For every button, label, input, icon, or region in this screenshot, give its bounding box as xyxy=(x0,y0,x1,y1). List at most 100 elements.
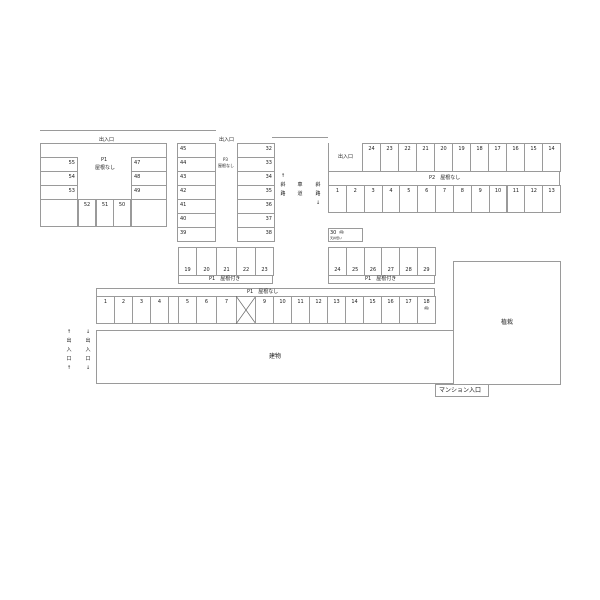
spot-number: 43 xyxy=(180,174,187,180)
spot-number: 42 xyxy=(180,188,187,194)
parking-spot[interactable]: 12 xyxy=(309,296,328,324)
parking-spot[interactable]: 24 xyxy=(328,247,347,276)
mansion-entrance-label: マンション入口 xyxy=(439,387,482,394)
parking-spot[interactable]: 39 xyxy=(177,227,216,242)
parking-spot[interactable]: 1 xyxy=(328,185,347,213)
parking-spot[interactable]: 25 xyxy=(345,247,365,276)
parking-spot[interactable]: 50 xyxy=(113,199,131,227)
parking-spot[interactable]: 51 xyxy=(96,199,114,227)
parking-spot-empty[interactable] xyxy=(131,199,167,227)
parking-spot[interactable]: 11 xyxy=(506,185,526,213)
mansion-entrance[interactable]: マンション入口 xyxy=(435,384,489,397)
parking-spot[interactable]: 22 xyxy=(398,143,417,172)
left-lot-entrance-label: 出入口 xyxy=(99,137,115,143)
parking-spot[interactable]: 24 xyxy=(362,143,381,172)
parking-spot[interactable]: 19 xyxy=(178,247,197,276)
spot-number: 32 xyxy=(265,146,272,152)
parking-spot[interactable]: 17 xyxy=(399,296,418,324)
ramp-down-label: 斜路↓ xyxy=(315,182,321,206)
parking-spot[interactable]: 49 xyxy=(131,185,167,200)
parking-spot[interactable]: 38 xyxy=(237,227,275,242)
parking-spot[interactable]: 6 xyxy=(417,185,437,213)
parking-spot[interactable]: 47 xyxy=(131,157,167,172)
parking-spot[interactable]: 21 xyxy=(416,143,435,172)
parking-spot[interactable]: 1 xyxy=(96,296,115,324)
parking-spot-30[interactable]: 30 (軽) 天井低い xyxy=(328,228,363,242)
parking-spot[interactable]: 19 xyxy=(452,143,471,172)
spot-number: 55 xyxy=(68,160,75,166)
parking-spot[interactable]: 13 xyxy=(327,296,346,324)
parking-spot[interactable]: 29 xyxy=(417,247,436,276)
parking-spot[interactable]: 2 xyxy=(114,296,133,324)
parking-spot[interactable]: 12 xyxy=(524,185,544,213)
parking-spot[interactable]: 5 xyxy=(399,185,419,213)
spot-number: 11 xyxy=(512,188,520,194)
parking-spot[interactable]: 32 xyxy=(237,143,275,158)
parking-spot[interactable]: 4 xyxy=(150,296,169,324)
spot-note: (軽) xyxy=(339,230,345,234)
spot-number: 54 xyxy=(68,174,75,180)
parking-spot[interactable]: 2 xyxy=(345,185,365,213)
parking-spot[interactable]: 8 xyxy=(452,185,472,213)
spot-number: 38 xyxy=(265,230,272,236)
parking-spot-empty[interactable] xyxy=(40,199,78,227)
parking-spot[interactable]: 20 xyxy=(196,247,217,276)
parking-spot[interactable]: 34 xyxy=(237,171,275,186)
parking-spot[interactable]: 9 xyxy=(470,185,490,213)
parking-spot[interactable]: 27 xyxy=(381,247,401,276)
parking-spot[interactable]: 53 xyxy=(40,185,78,200)
parking-spot[interactable]: 26 xyxy=(363,247,383,276)
parking-spot[interactable]: 40 xyxy=(177,213,216,228)
parking-spot[interactable]: 10 xyxy=(488,185,508,213)
parking-spot[interactable]: 15 xyxy=(524,143,543,172)
parking-spot[interactable]: 20 xyxy=(434,143,453,172)
parking-spot[interactable]: 28 xyxy=(399,247,418,276)
parking-spot[interactable]: 7 xyxy=(216,296,237,324)
parking-spot[interactable]: 15 xyxy=(363,296,382,324)
spot-number: 24 xyxy=(368,146,375,152)
parking-spot[interactable]: 3 xyxy=(132,296,151,324)
parking-spot[interactable]: 11 xyxy=(291,296,310,324)
parking-spot[interactable]: 22 xyxy=(236,247,256,276)
parking-spot[interactable]: 55 xyxy=(40,157,78,172)
parking-spot[interactable]: 21 xyxy=(216,247,237,276)
parking-spot[interactable]: 33 xyxy=(237,157,275,172)
parking-spot[interactable]: 16 xyxy=(506,143,525,172)
parking-spot[interactable]: 18 xyxy=(470,143,489,172)
blocked-spot[interactable] xyxy=(236,296,256,324)
parking-spot[interactable]: 5 xyxy=(178,296,197,324)
parking-spot[interactable]: 44 xyxy=(177,157,216,172)
p2-entrance-label: 出入口 xyxy=(338,154,354,160)
spot-number: 47 xyxy=(134,160,141,166)
parking-spot[interactable]: 17 xyxy=(488,143,507,172)
spot-number: 49 xyxy=(134,188,141,194)
parking-spot[interactable]: 37 xyxy=(237,213,275,228)
parking-spot[interactable]: 14 xyxy=(542,143,561,172)
parking-spot[interactable]: 52 xyxy=(78,199,96,227)
parking-spot[interactable]: 9 xyxy=(255,296,274,324)
parking-spot[interactable]: 7 xyxy=(435,185,454,213)
spot-number: 2 xyxy=(353,188,357,194)
parking-spot[interactable]: 54 xyxy=(40,171,78,186)
parking-spot[interactable]: 23 xyxy=(255,247,274,276)
parking-spot[interactable]: 3 xyxy=(363,185,383,213)
parking-spot[interactable]: 10 xyxy=(273,296,292,324)
parking-spot[interactable]: 45 xyxy=(177,143,216,158)
parking-spot[interactable]: 35 xyxy=(237,185,275,200)
parking-spot[interactable]: 6 xyxy=(196,296,217,324)
parking-spot[interactable]: 48 xyxy=(131,171,167,186)
parking-spot[interactable]: 13 xyxy=(542,185,562,213)
ramp-up-label: ↑斜路 xyxy=(280,173,286,197)
spot-number: 35 xyxy=(265,188,272,194)
parking-spot[interactable]: 36 xyxy=(237,199,275,214)
spot-number: 40 xyxy=(180,216,187,222)
parking-spot[interactable]: 41 xyxy=(177,199,216,214)
parking-spot[interactable]: 16 xyxy=(381,296,400,324)
parking-spot[interactable]: 23 xyxy=(380,143,399,172)
parking-spot[interactable]: 14 xyxy=(345,296,364,324)
parking-spot[interactable]: 42 xyxy=(177,185,216,200)
spot-number: 27 xyxy=(387,267,394,273)
parking-spot[interactable]: 43 xyxy=(177,171,216,186)
parking-spot[interactable]: 18(軽) xyxy=(417,296,436,324)
parking-spot[interactable]: 4 xyxy=(381,185,401,213)
